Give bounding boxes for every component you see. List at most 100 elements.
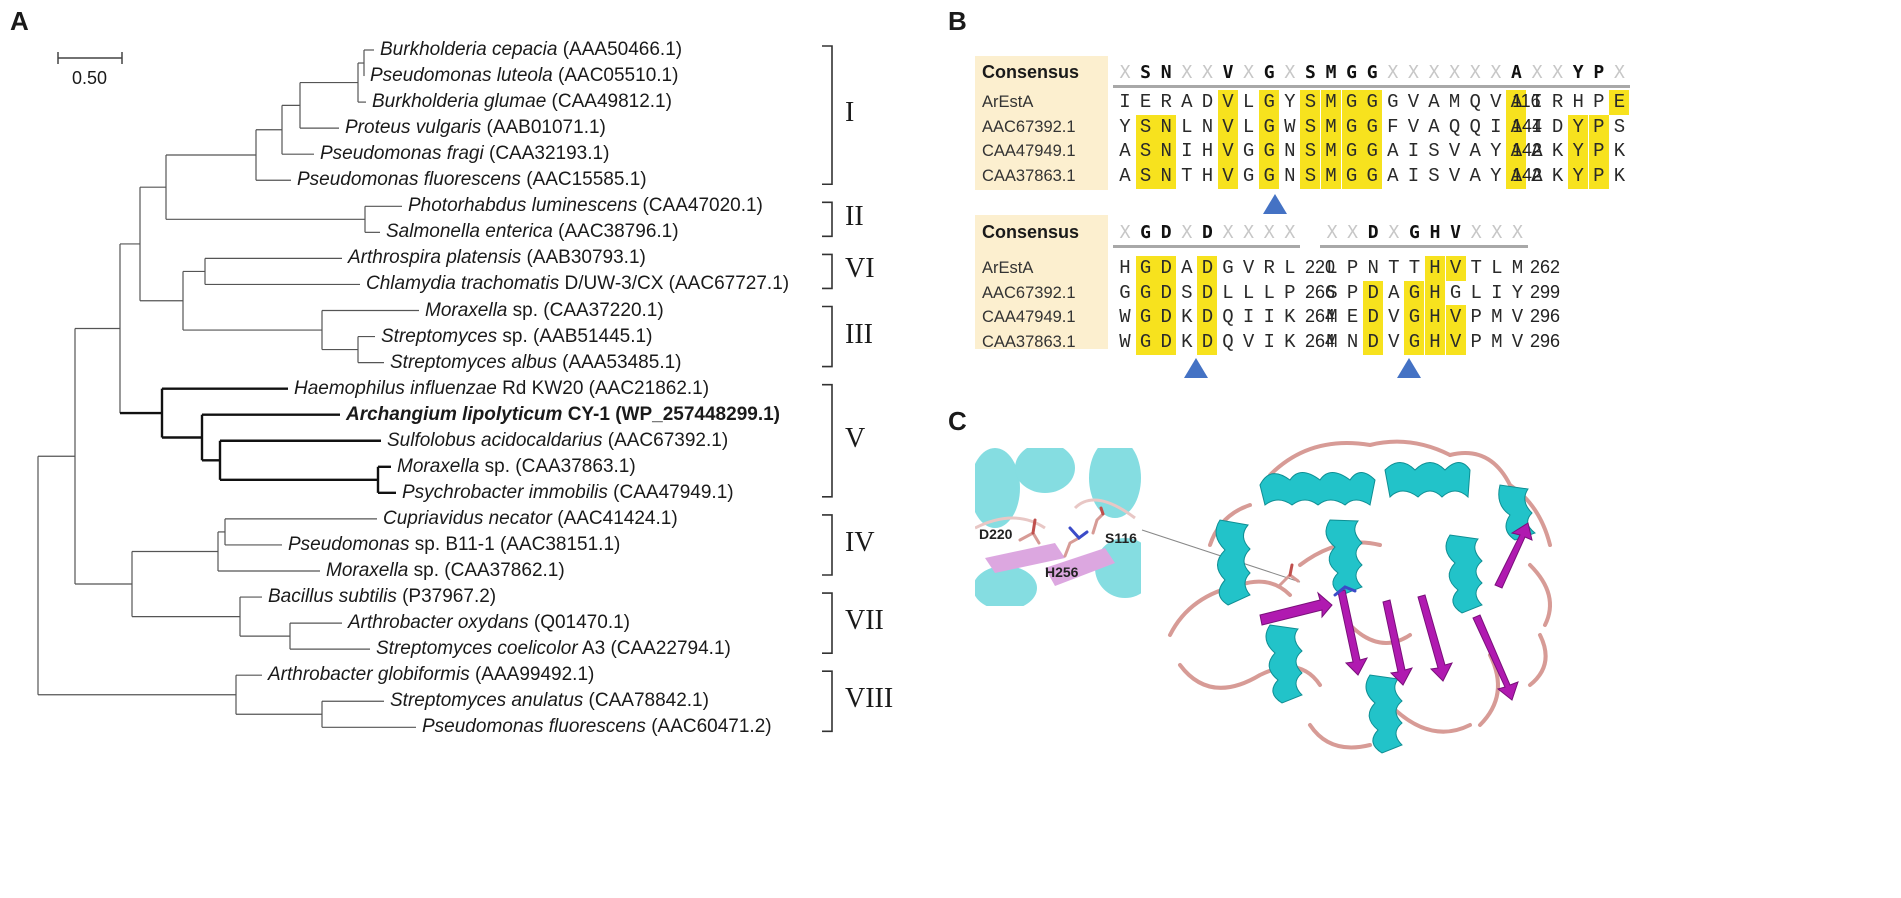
tip-species-name: Photorhabdus luminescens — [408, 195, 638, 217]
sequence-residue: P — [1346, 257, 1359, 279]
sequence-residue: H — [1119, 257, 1131, 279]
sequence-residue: H — [1425, 305, 1445, 330]
sequence-residue: V — [1445, 305, 1466, 330]
consensus-residue: G — [1346, 62, 1358, 83]
sequence-residue: S — [1300, 139, 1321, 164]
family-label: VI — [845, 253, 875, 285]
sequence-residue: V — [1388, 306, 1400, 328]
sequence-residue: M — [1321, 139, 1341, 164]
sequence-residue: I — [1242, 306, 1255, 328]
sequence-residue: T — [1470, 257, 1482, 279]
sequence-residue: S — [1300, 114, 1321, 140]
sequence-residue: H — [1425, 329, 1445, 355]
sequence-end-position: 142 — [1512, 140, 1543, 160]
tip-accession: (AAC05510.1) — [552, 65, 679, 87]
consensus-residue: X — [1511, 222, 1523, 243]
sequence-residue: R — [1263, 257, 1275, 279]
sequence-residue: T — [1388, 257, 1400, 279]
tip-species-name: Archangium lipolyticum — [346, 403, 563, 425]
sequence-residue: Q — [1222, 306, 1234, 328]
sequence-residue: P — [1470, 330, 1482, 353]
sequence-residue: Q — [1469, 115, 1481, 138]
sequence-residue: G — [1404, 329, 1425, 355]
sequence-residue: L — [1284, 257, 1296, 279]
family-label: IV — [845, 526, 875, 558]
consensus-residue: V — [1450, 222, 1462, 243]
sequence-residue: M — [1321, 114, 1341, 140]
consensus-residue: X — [1613, 62, 1625, 83]
tip-species-name: Moraxella — [326, 560, 409, 581]
consensus-residue: G — [1263, 62, 1275, 83]
sequence-residue: M — [1326, 306, 1338, 328]
sequence-residue: D — [1197, 256, 1218, 281]
catalytic-residue-marker — [1397, 358, 1421, 378]
sequence-residue: W — [1119, 330, 1131, 353]
sequence-residue: V — [1218, 163, 1238, 189]
sequence-residue: A — [1506, 139, 1527, 164]
consensus-rule — [1320, 245, 1528, 248]
consensus-residue: X — [1284, 62, 1296, 83]
sequence-end-position: 266 — [1305, 281, 1336, 302]
sequence-end-position: 262 — [1530, 257, 1561, 277]
catalytic-residue-marker — [1184, 358, 1208, 378]
tree-tip-label: Psychrobacter immobilis (CAA47949.1) — [402, 482, 734, 504]
consensus-rule — [1113, 85, 1630, 88]
sequence-residue: G — [1259, 90, 1280, 115]
tip-species-name: Pseudomonas fluorescens — [297, 169, 521, 191]
sequence-end-position: 296 — [1530, 306, 1561, 326]
tip-species-name: Streptomyces coelicolor — [376, 638, 578, 660]
sequence-residue: G — [1135, 305, 1156, 330]
sequence-residue: H — [1201, 164, 1214, 187]
sequence-residue: P — [1346, 281, 1359, 304]
tree-tip-label: Pseudomonas sp. B11-1 (AAC38151.1) — [288, 534, 620, 556]
sequence-residue: V — [1448, 140, 1461, 162]
sequence-residue: V — [1511, 330, 1524, 353]
consensus-residue: X — [1284, 222, 1296, 243]
sequence-name: ArEstA — [982, 259, 1034, 277]
sequence-residue: K — [1551, 140, 1564, 162]
sequence-residue: Q — [1448, 115, 1461, 138]
sequence-residue: S — [1135, 114, 1156, 140]
sequence-residue: G — [1404, 280, 1425, 306]
sequence-residue: A — [1531, 140, 1543, 162]
sequence-residue: S — [1428, 164, 1440, 187]
sequence-residue: D — [1156, 329, 1177, 355]
sequence-residue: M — [1326, 330, 1338, 353]
tree-tip-label: Chlamydia trachomatis D/UW-3/CX (AAC6772… — [366, 273, 789, 295]
tree-tip-label: Proteus vulgaris (AAB01071.1) — [345, 117, 606, 139]
tip-accession: (AAC38796.1) — [552, 221, 679, 243]
consensus-residue: X — [1222, 222, 1234, 243]
sequence-residue: G — [1387, 91, 1399, 113]
sequence-residue: L — [1242, 91, 1255, 113]
tip-species-name: Moraxella — [425, 299, 508, 321]
tip-accession: (AAA99492.1) — [469, 664, 595, 686]
tree-tip-label: Burkholderia cepacia (AAA50466.1) — [380, 39, 682, 61]
tip-accession: D/UW-3/CX (AAC67727.1) — [559, 273, 790, 295]
sequence-residue: N — [1156, 114, 1177, 140]
consensus-residue: D — [1160, 222, 1172, 243]
consensus-residue: X — [1449, 62, 1461, 83]
sequence-residue: N — [1367, 257, 1379, 279]
sequence-residue: L — [1242, 115, 1255, 138]
tree-tip-label: Pseudomonas luteola (AAC05510.1) — [370, 65, 678, 87]
sequence-residue: P — [1588, 163, 1609, 189]
sequence-residue: G — [1362, 114, 1383, 140]
sequence-residue: I — [1491, 281, 1503, 304]
sequence-residue: N — [1284, 140, 1296, 162]
tip-accession: (AAC60471.2) — [645, 716, 772, 738]
tip-accession: (AAA53485.1) — [556, 351, 682, 373]
tip-species-name: Haemophilus influenzae — [294, 377, 497, 399]
tree-tip-label: Burkholderia glumae (CAA49812.1) — [372, 91, 672, 113]
sequence-residue: G — [1259, 114, 1280, 140]
sequence-residue: L — [1470, 281, 1482, 304]
family-bracket — [822, 305, 833, 368]
scale-bar — [57, 52, 123, 64]
consensus-residue: X — [1181, 222, 1193, 243]
sequence-residue: V — [1407, 115, 1420, 138]
sequence-residue: K — [1613, 140, 1626, 162]
sequence-residue: Q — [1222, 330, 1234, 353]
sequence-residue: M — [1448, 91, 1461, 113]
tip-species-name: Streptomyces albus — [390, 351, 557, 373]
sequence-residue: D — [1197, 329, 1218, 355]
sequence-residue: D — [1156, 256, 1177, 281]
